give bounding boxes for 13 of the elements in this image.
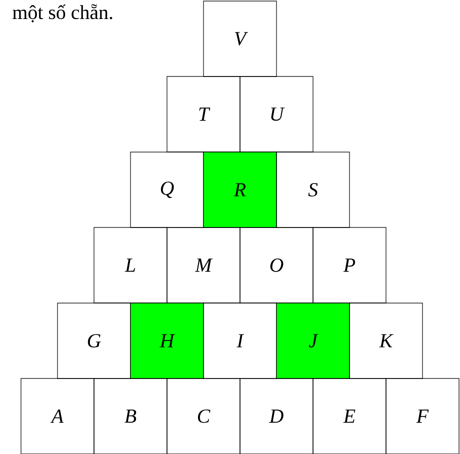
letter-cell: S — [276, 152, 350, 228]
letter-cell: D — [240, 378, 314, 454]
letter-cell: V — [203, 0, 277, 77]
note-text: một số chẵn. — [12, 4, 112, 22]
letter-cell: E — [312, 378, 386, 454]
letter-cell: B — [94, 378, 168, 454]
letter-cell: A — [20, 378, 94, 454]
letter-cell: H — [130, 302, 204, 379]
letter-cell: J — [276, 302, 350, 379]
letter-cell: C — [166, 378, 240, 454]
letter-cell: F — [386, 378, 460, 454]
letter-cell: K — [349, 302, 423, 379]
letter-cell: R — [203, 152, 277, 228]
